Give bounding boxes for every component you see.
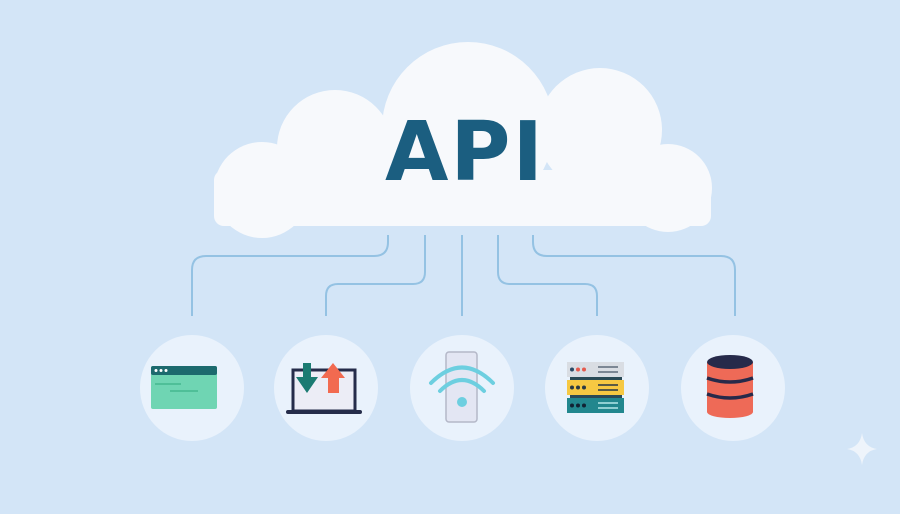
connector-line [191, 235, 389, 316]
server-rack-icon [567, 362, 624, 413]
mobile-wifi-icon [429, 351, 495, 423]
database-icon [706, 355, 754, 418]
connector-lines [191, 235, 736, 316]
browser-window-icon [151, 366, 217, 409]
cloud [214, 42, 712, 238]
connector-line [497, 235, 598, 316]
laptop-upload-download-icon [286, 363, 362, 414]
connector-line [532, 235, 736, 316]
connector-line [325, 235, 426, 316]
api-label: API [384, 105, 546, 200]
sparkle-icon [847, 433, 877, 465]
